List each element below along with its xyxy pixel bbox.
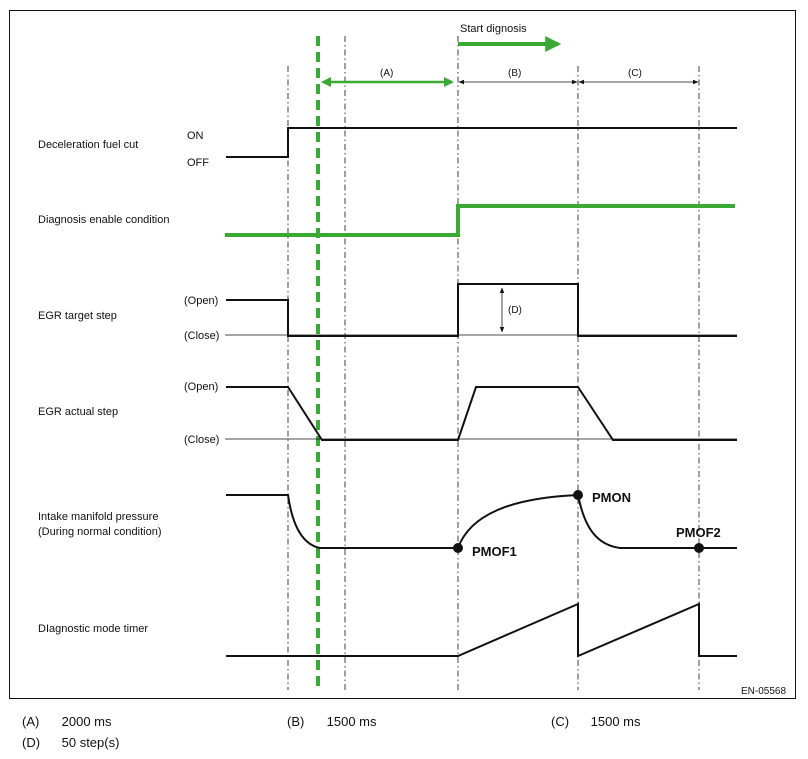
legend-key: (C) [551, 714, 570, 729]
signal-label-decel-fuel-cut: Deceleration fuel cut [38, 139, 138, 151]
diag-timer-signal [226, 602, 737, 658]
legend-value: 1500 ms [590, 714, 641, 729]
signal-label-egr-target: EGR target step [38, 310, 117, 322]
pmof2-label: PMOF2 [676, 525, 721, 540]
egr-actual-signal [226, 386, 737, 441]
signal-label-diag-enable: Diagnosis enable condition [38, 214, 169, 226]
diagram-frame [9, 10, 796, 699]
decel-fuel-cut-signal [226, 127, 737, 158]
legend-value: 2000 ms [61, 714, 112, 729]
interval-b-label: (B) [508, 68, 521, 79]
legend-item-c: (C) 1500 ms [551, 714, 641, 729]
egr-actual-close-label: (Close) [184, 434, 219, 446]
interval-c-label: (C) [628, 68, 642, 79]
legend-key: (A) [22, 714, 40, 729]
pmof1-label: PMOF1 [472, 544, 517, 559]
egr-target-close-label: (Close) [184, 330, 219, 342]
state-off-label: OFF [187, 157, 209, 169]
legend-item-a: (A) 2000 ms [22, 714, 112, 729]
pmof1-point [453, 543, 463, 553]
legend-value: 50 step(s) [61, 735, 120, 750]
signal-label-intake-line1: Intake manifold pressure [38, 511, 158, 523]
signal-label-timer: DIagnostic mode timer [38, 623, 148, 635]
interval-d-label: (D) [508, 305, 522, 316]
signal-label-intake-line2: (During normal condition) [38, 526, 162, 538]
intake-pressure-signal [226, 493, 737, 549]
figure-code: EN-05568 [741, 686, 786, 697]
signal-label-egr-actual: EGR actual step [38, 406, 118, 418]
state-on-label: ON [187, 130, 204, 142]
egr-actual-open-label: (Open) [184, 381, 218, 393]
legend-value: 1500 ms [326, 714, 377, 729]
egr-target-signal [226, 283, 737, 337]
pmon-point [573, 490, 583, 500]
legend-item-d: (D) 50 step(s) [22, 735, 119, 750]
pmof2-point [694, 543, 704, 553]
legend-key: (B) [287, 714, 305, 729]
legend-key: (D) [22, 735, 41, 750]
egr-target-open-label: (Open) [184, 295, 218, 307]
diag-enable-signal [225, 204, 735, 237]
legend-item-b: (B) 1500 ms [287, 714, 377, 729]
start-diagnosis-label: Start dignosis [460, 23, 527, 35]
interval-a-label: (A) [380, 68, 393, 79]
pmon-label: PMON [592, 490, 631, 505]
